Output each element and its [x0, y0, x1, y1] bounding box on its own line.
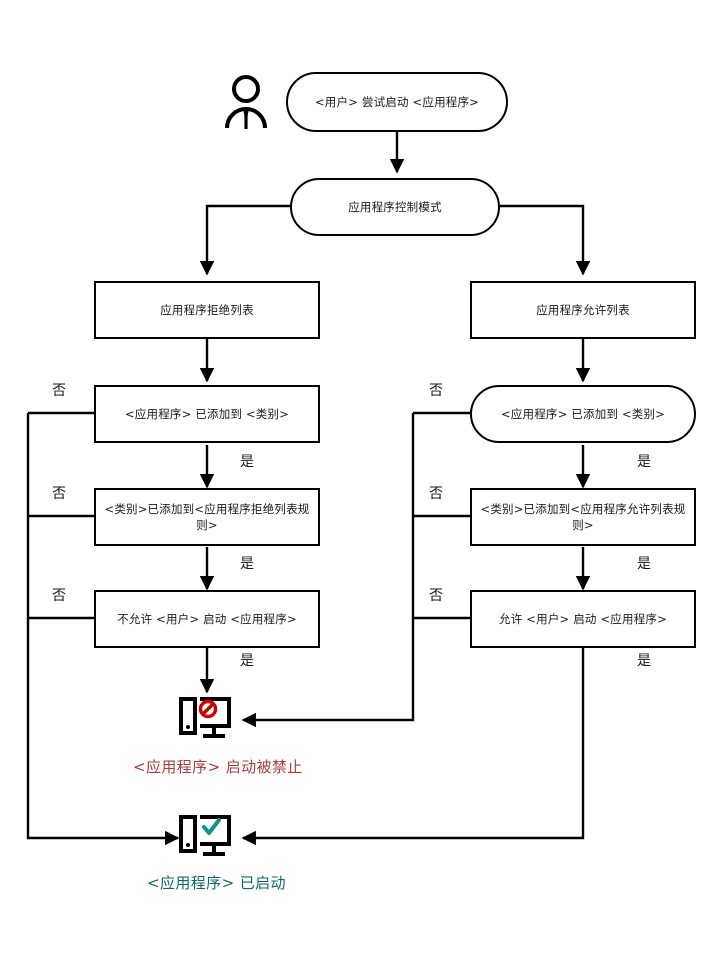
- node-allow-list[interactable]: 应用程序允许列表: [470, 281, 696, 339]
- edge-label-yes-deny-rule: 是: [240, 556, 254, 572]
- node-control-mode[interactable]: 应用程序控制模式: [290, 178, 500, 236]
- edge-mode-to-denylist: [199, 204, 290, 276]
- edge-label-yes-allow-rule: 是: [637, 556, 651, 572]
- edge-label-yes-deny-category: 是: [240, 454, 254, 470]
- edge-allow-no-to-blocked: [241, 413, 415, 728]
- node-deny-list[interactable]: 应用程序拒绝列表: [94, 281, 320, 339]
- edge-label-yes-allow-action: 是: [637, 653, 651, 669]
- started-terminal-label: <应用程序> 已启动: [147, 874, 286, 892]
- edge-label-no-deny-rule: 否: [52, 486, 66, 502]
- blocked-terminal-label: <应用程序> 启动被禁止: [133, 758, 303, 776]
- node-start[interactable]: <用户> 尝试启动 <应用程序>: [286, 72, 508, 132]
- edge-label-no-deny-action: 否: [52, 588, 66, 604]
- node-allow-category[interactable]: <应用程序> 已添加到 <类别>: [470, 385, 696, 443]
- node-deny-rule[interactable]: <类别>已添加到<应用程序拒绝列表规则>: [94, 488, 320, 546]
- edge-allow-yes-to-started: [241, 647, 585, 846]
- node-allow-rule[interactable]: <类别>已添加到<应用程序允许列表规则>: [470, 488, 696, 546]
- node-deny-action[interactable]: 不允许 <用户> 启动 <应用程序>: [94, 590, 320, 648]
- person-icon: [222, 72, 270, 132]
- edge-label-no-allow-action: 否: [429, 588, 443, 604]
- edge-label-no-allow-category: 否: [429, 383, 443, 399]
- edge-label-yes-allow-category: 是: [637, 454, 651, 470]
- node-allow-action[interactable]: 允许 <用户> 启动 <应用程序>: [470, 590, 696, 648]
- computer-allowed-icon: [178, 813, 234, 861]
- edge-label-no-deny-category: 否: [52, 383, 66, 399]
- edge-label-no-allow-rule: 否: [429, 486, 443, 502]
- computer-blocked-icon: [178, 695, 234, 743]
- node-deny-category[interactable]: <应用程序> 已添加到 <类别>: [94, 385, 320, 443]
- edge-label-yes-deny-action: 是: [240, 653, 254, 669]
- edge-mode-to-allowlist: [500, 204, 591, 276]
